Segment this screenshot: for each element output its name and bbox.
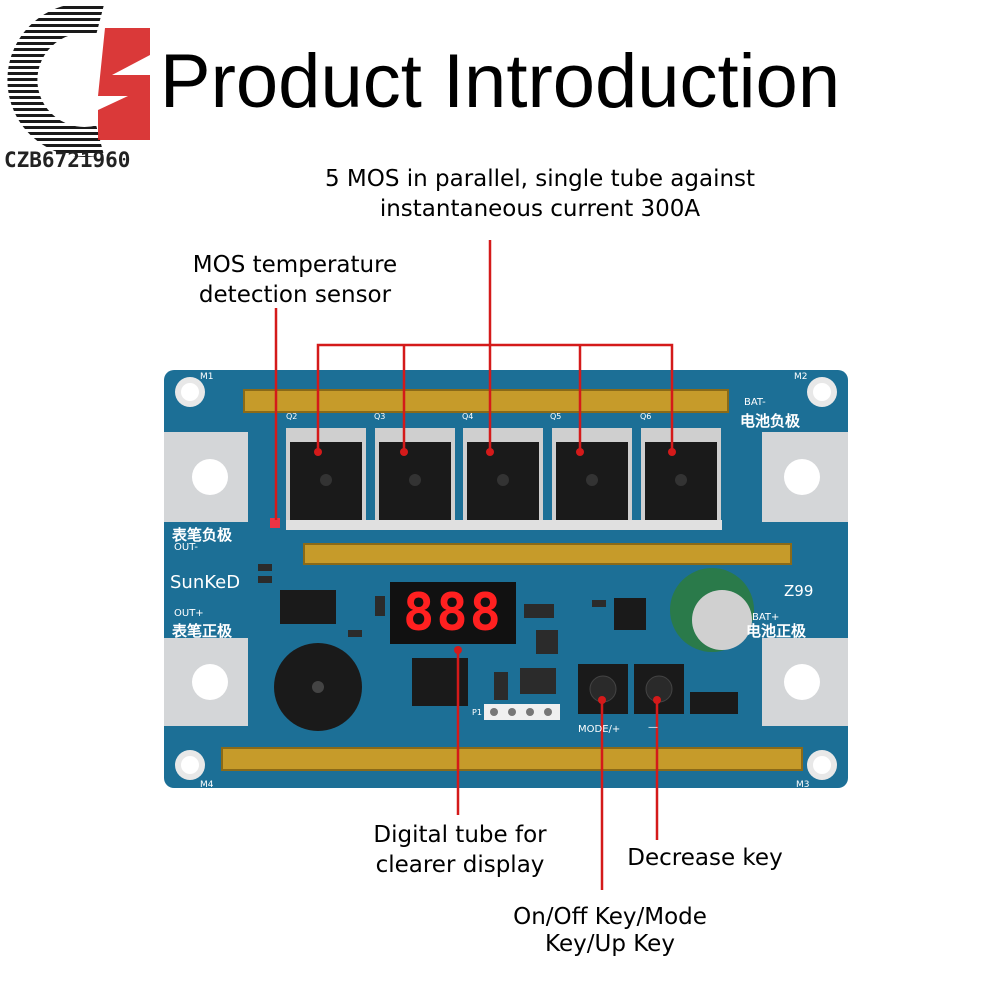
label-m1: M1 bbox=[200, 372, 214, 382]
watermark-logo bbox=[7, 3, 150, 157]
label-out-minus-cn: 表笔负极 bbox=[172, 526, 233, 544]
annotation-line: instantaneous current 300A bbox=[379, 196, 701, 222]
label-minus-key: — bbox=[648, 722, 658, 733]
label-q5: Q5 bbox=[550, 412, 562, 421]
brand-label: SunKeD bbox=[170, 572, 241, 593]
label-m3: M3 bbox=[796, 780, 810, 790]
label-mode-key: MODE/+ bbox=[578, 724, 621, 735]
annotation-mode-key: On/Off Key/Mode Key/Up Key bbox=[480, 904, 740, 958]
header-p1 bbox=[484, 704, 560, 720]
terminal-pads bbox=[164, 432, 848, 726]
label-p1: P1 bbox=[472, 708, 482, 717]
label-out-plus: OUT+ bbox=[174, 608, 204, 619]
pointer-lines bbox=[274, 240, 674, 890]
annotation-line: clearer display bbox=[375, 852, 545, 878]
label-bat-minus-cn: 电池负极 bbox=[740, 412, 801, 430]
copper-bar-bottom bbox=[221, 747, 803, 771]
model-label: Z99 bbox=[784, 582, 814, 600]
annotation-temp-sensor: MOS temperature detection sensor bbox=[160, 250, 430, 310]
annotation-line: 5 MOS in parallel, single tube against bbox=[324, 166, 756, 192]
controller-ic bbox=[412, 658, 468, 706]
pointer-dots bbox=[314, 448, 676, 704]
digital-tube-display bbox=[390, 582, 516, 644]
mosfet-row bbox=[286, 428, 722, 530]
smd-components bbox=[258, 564, 606, 700]
annotation-line: Key/Up Key bbox=[545, 931, 675, 957]
copper-bar-middle bbox=[303, 543, 792, 565]
annotation-decrease-key: Decrease key bbox=[627, 845, 783, 871]
watermark-text: CZB6721960 bbox=[4, 148, 131, 172]
label-out-plus-cn: 表笔正极 bbox=[172, 622, 233, 640]
annotation-line: detection sensor bbox=[198, 282, 392, 308]
annotation-mos-parallel: 5 MOS in parallel, single tube against i… bbox=[290, 164, 790, 224]
annotation-digital-tube: Digital tube for clearer display bbox=[340, 820, 580, 880]
regulator-chip bbox=[614, 598, 646, 630]
digital-tube-digits: 888 bbox=[403, 583, 503, 643]
label-out-minus: OUT- bbox=[174, 542, 198, 553]
label-bat-plus: BAT+ bbox=[752, 612, 780, 623]
page-title: Product Introduction bbox=[159, 39, 841, 124]
label-bat-minus: BAT- bbox=[744, 397, 766, 408]
annotation-line: Digital tube for bbox=[373, 822, 547, 848]
mounting-holes bbox=[175, 377, 837, 780]
label-q2: Q2 bbox=[286, 412, 298, 421]
copper-bar-top bbox=[243, 389, 729, 413]
label-q3: Q3 bbox=[374, 412, 386, 421]
label-bat-plus-cn: 电池正极 bbox=[746, 622, 807, 640]
optocoupler-chip bbox=[280, 590, 336, 624]
diode bbox=[690, 692, 738, 714]
annotation-line: MOS temperature bbox=[192, 252, 398, 278]
temperature-sensor bbox=[270, 518, 280, 528]
minus-button[interactable] bbox=[634, 664, 684, 714]
label-q4: Q4 bbox=[462, 412, 474, 421]
annotation-line: On/Off Key/Mode bbox=[513, 904, 707, 930]
label-m4: M4 bbox=[200, 780, 214, 790]
label-m2: M2 bbox=[794, 372, 808, 382]
label-q6: Q6 bbox=[640, 412, 652, 421]
